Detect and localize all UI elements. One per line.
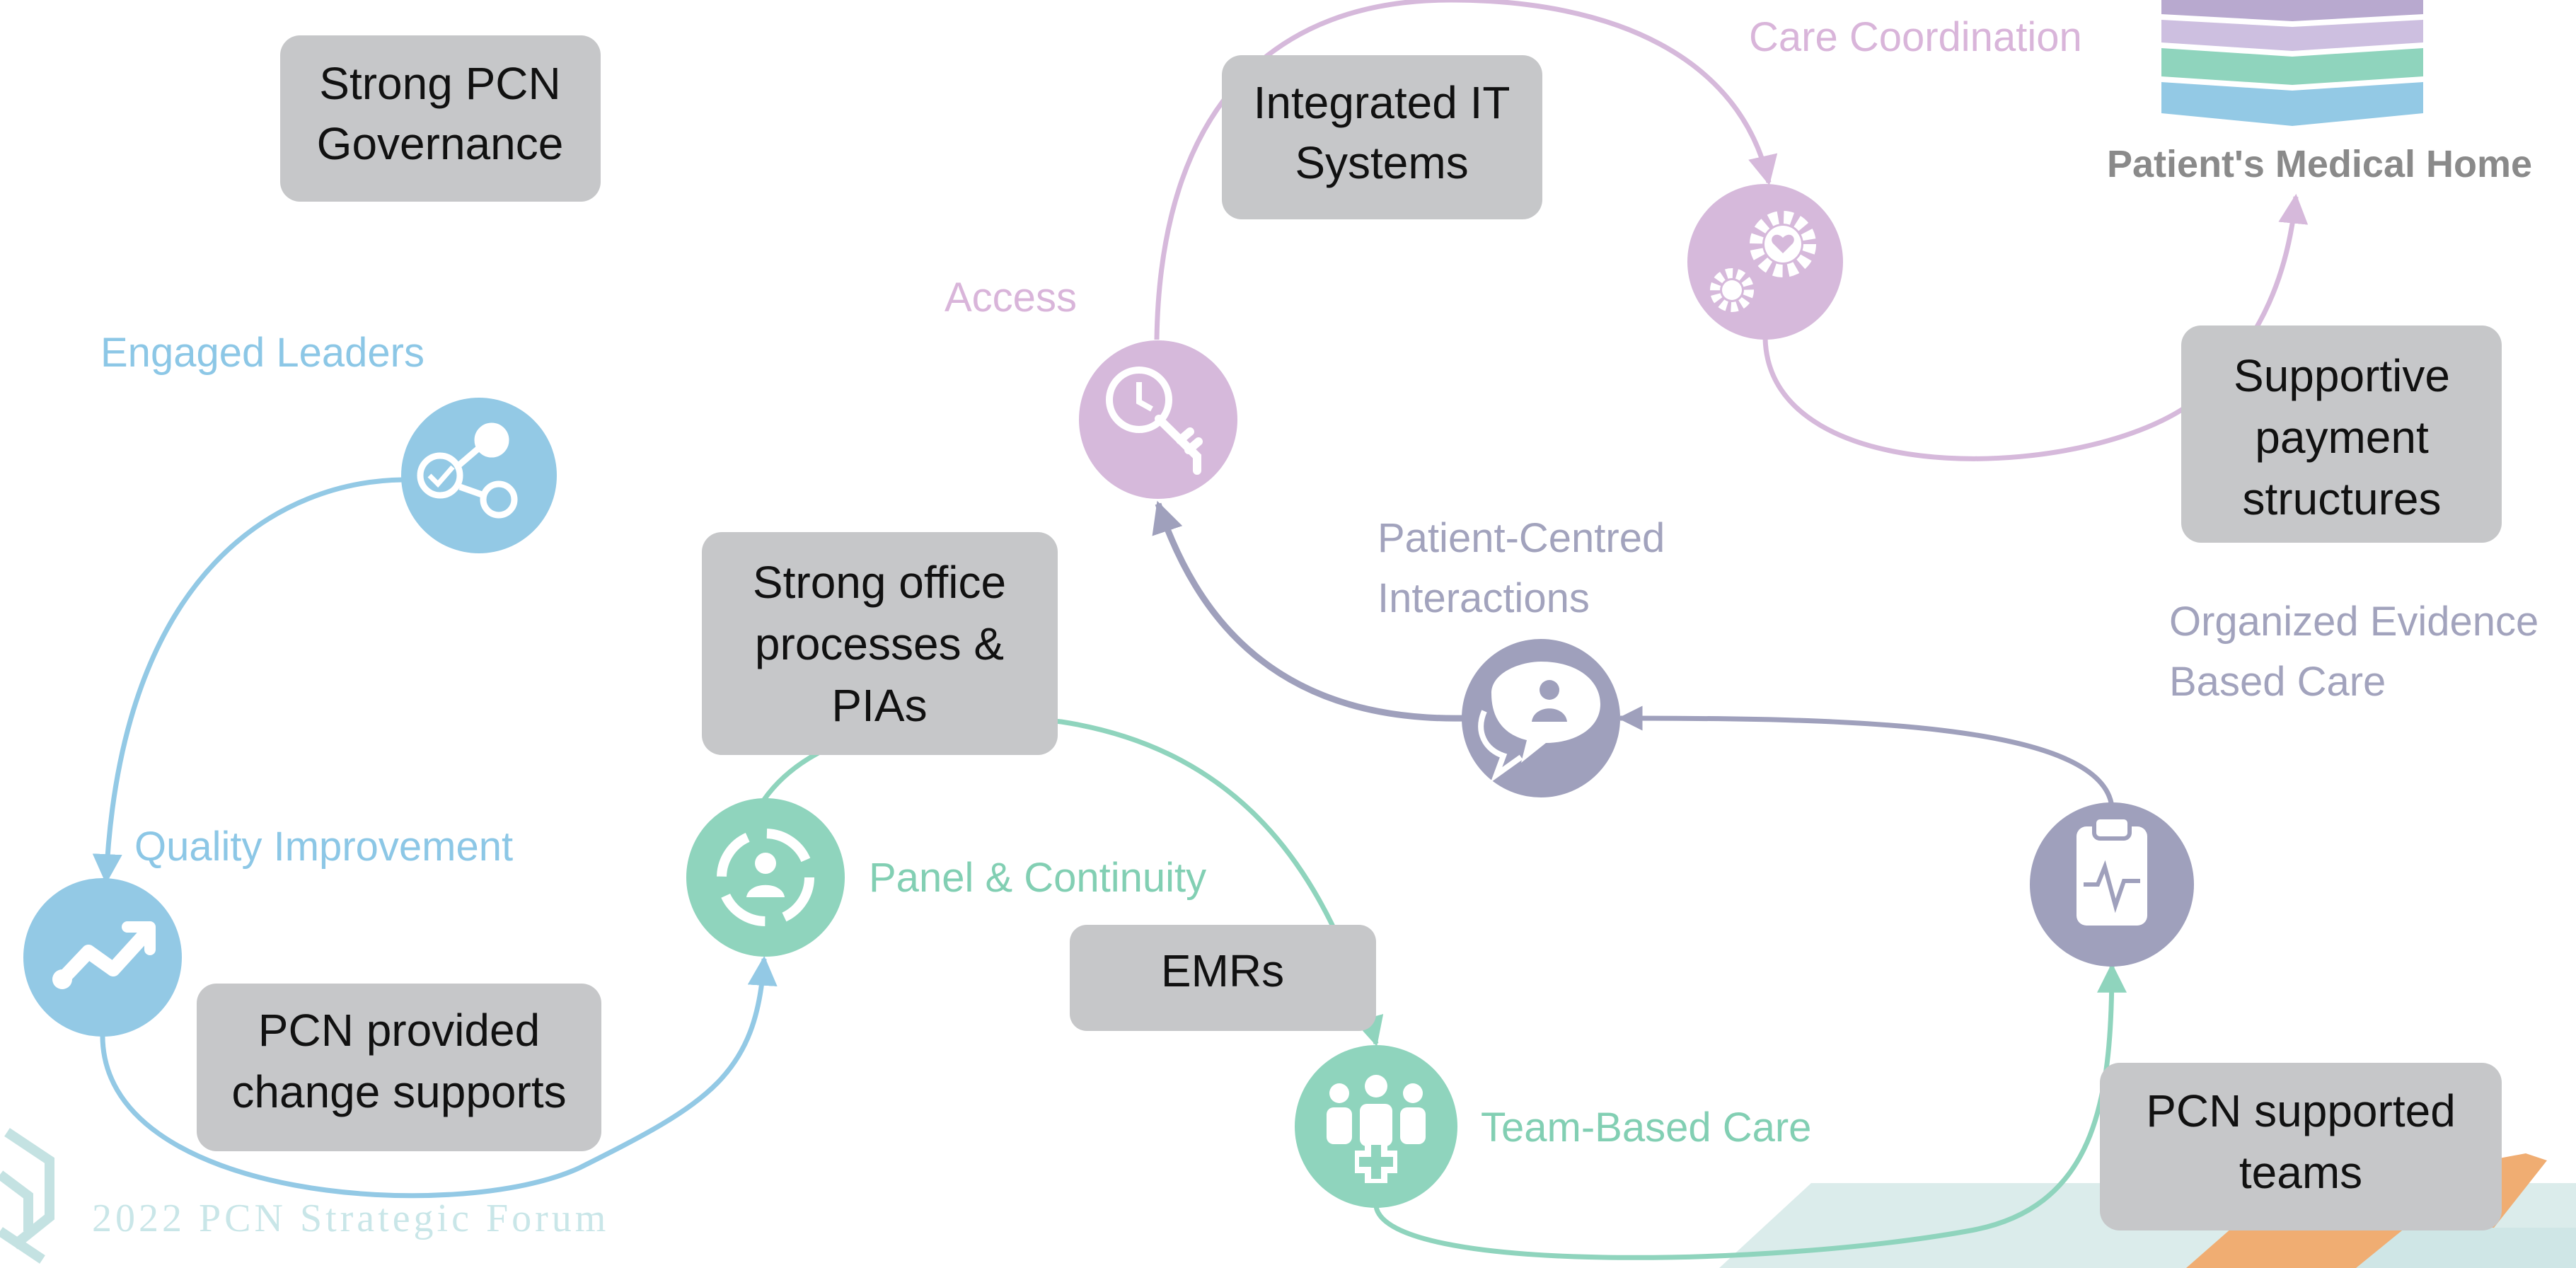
node-access: Access [945,275,1237,499]
box-payment: Supportive payment structures [2181,325,2502,543]
connector-leaders-to-qi [92,477,404,884]
pmh-layer-purple-dark [2161,0,2423,21]
connector-patient-to-access [1152,500,1465,722]
box-governance: Strong PCN Governance [280,35,601,202]
payment-text-line2: payment [2255,412,2429,463]
care-coordination-label: Care Coordination [1749,14,2082,60]
teal-band-2 [2356,1228,2576,1268]
node-team-based-care: Team-Based Care [1295,1045,1811,1208]
panel-continuity-label: Panel & Continuity [869,855,1206,901]
person-cycle-icon [717,829,814,926]
organized-evidence-label-line1: Organized Evidence [2169,599,2539,645]
connector-access-to-coordination [1154,0,1778,340]
node-panel-continuity: Panel & Continuity [686,798,1206,957]
office-processes-text-line2: processes & [755,618,1004,669]
gears-heart-icon [1710,211,1816,312]
box-it-systems: Integrated IT Systems [1222,55,1542,219]
engaged-leaders-circle [401,398,557,553]
governance-text-line2: Governance [317,118,564,169]
pmh-label: Patient's Medical Home [2107,143,2532,185]
payment-box [2181,325,2502,543]
trending-up-icon [52,921,156,989]
forum-logo-mark [0,1128,54,1264]
governance-box [280,35,601,202]
node-patient-centred: Patient-Centred Interactions [1377,515,1665,797]
node-engaged-leaders: Engaged Leaders [100,330,557,553]
pmh-layer-blue [2161,82,2423,126]
box-change-supports: PCN provided change supports [197,984,601,1151]
it-systems-text-line1: Integrated IT [1254,77,1511,128]
payment-text-line3: structures [2243,473,2442,524]
supported-teams-text-line1: PCN supported [2146,1085,2456,1136]
connector-coordination-to-pmh [1762,193,2309,461]
it-systems-box [1222,55,1542,219]
emrs-text: EMRs [1161,945,1284,996]
organized-evidence-label-line2: Based Care [2169,659,2386,705]
node-quality-improvement: Quality Improvement [23,824,513,1037]
change-supports-text-line1: PCN provided [258,1005,540,1056]
pmh-layer-purple [2161,20,2423,51]
it-systems-text-line2: Systems [1295,137,1468,188]
supported-teams-text-line2: teams [2239,1147,2362,1198]
team-medical-icon [1327,1075,1426,1183]
office-processes-text-line1: Strong office [753,557,1006,608]
emrs-box [1070,925,1376,1031]
box-office-processes: Strong office processes & PIAs [702,532,1058,755]
patient-centred-label-line1: Patient-Centred [1377,515,1665,561]
payment-text-line1: Supportive [2234,350,2450,401]
panel-continuity-circle [686,798,845,957]
pmh-layer-green [2161,48,2423,85]
share-check-icon [417,422,518,519]
team-based-care-label: Team-Based Care [1481,1105,1811,1151]
access-label: Access [945,275,1077,321]
connector-qi-to-panel [100,955,778,1199]
governance-text-line1: Strong PCN [319,58,560,109]
node-care-coordination: Care Coordination [1687,14,2082,340]
office-processes-text-line3: PIAs [831,680,927,731]
clock-key-icon [1106,367,1203,475]
box-supported-teams: PCN supported teams [2100,1063,2502,1230]
engaged-leaders-label: Engaged Leaders [100,330,424,376]
quality-improvement-label: Quality Improvement [134,824,513,870]
connector-evidence-to-patient [1617,705,2115,807]
footer-text: 2022 PCN Strategic Forum [92,1197,609,1240]
office-processes-box [702,532,1058,755]
node-organized-evidence: Organized Evidence Based Care [2030,599,2539,967]
change-supports-box [197,984,601,1151]
box-emrs: EMRs [1070,925,1376,1031]
change-supports-text-line2: change supports [231,1066,566,1117]
clipboard-pulse-icon [2077,815,2147,926]
chat-person-icon [1478,662,1600,783]
patient-centred-label-line2: Interactions [1377,575,1590,621]
supported-teams-box [2100,1063,2502,1230]
patients-medical-home-logo: Patient's Medical Home [2107,0,2532,185]
